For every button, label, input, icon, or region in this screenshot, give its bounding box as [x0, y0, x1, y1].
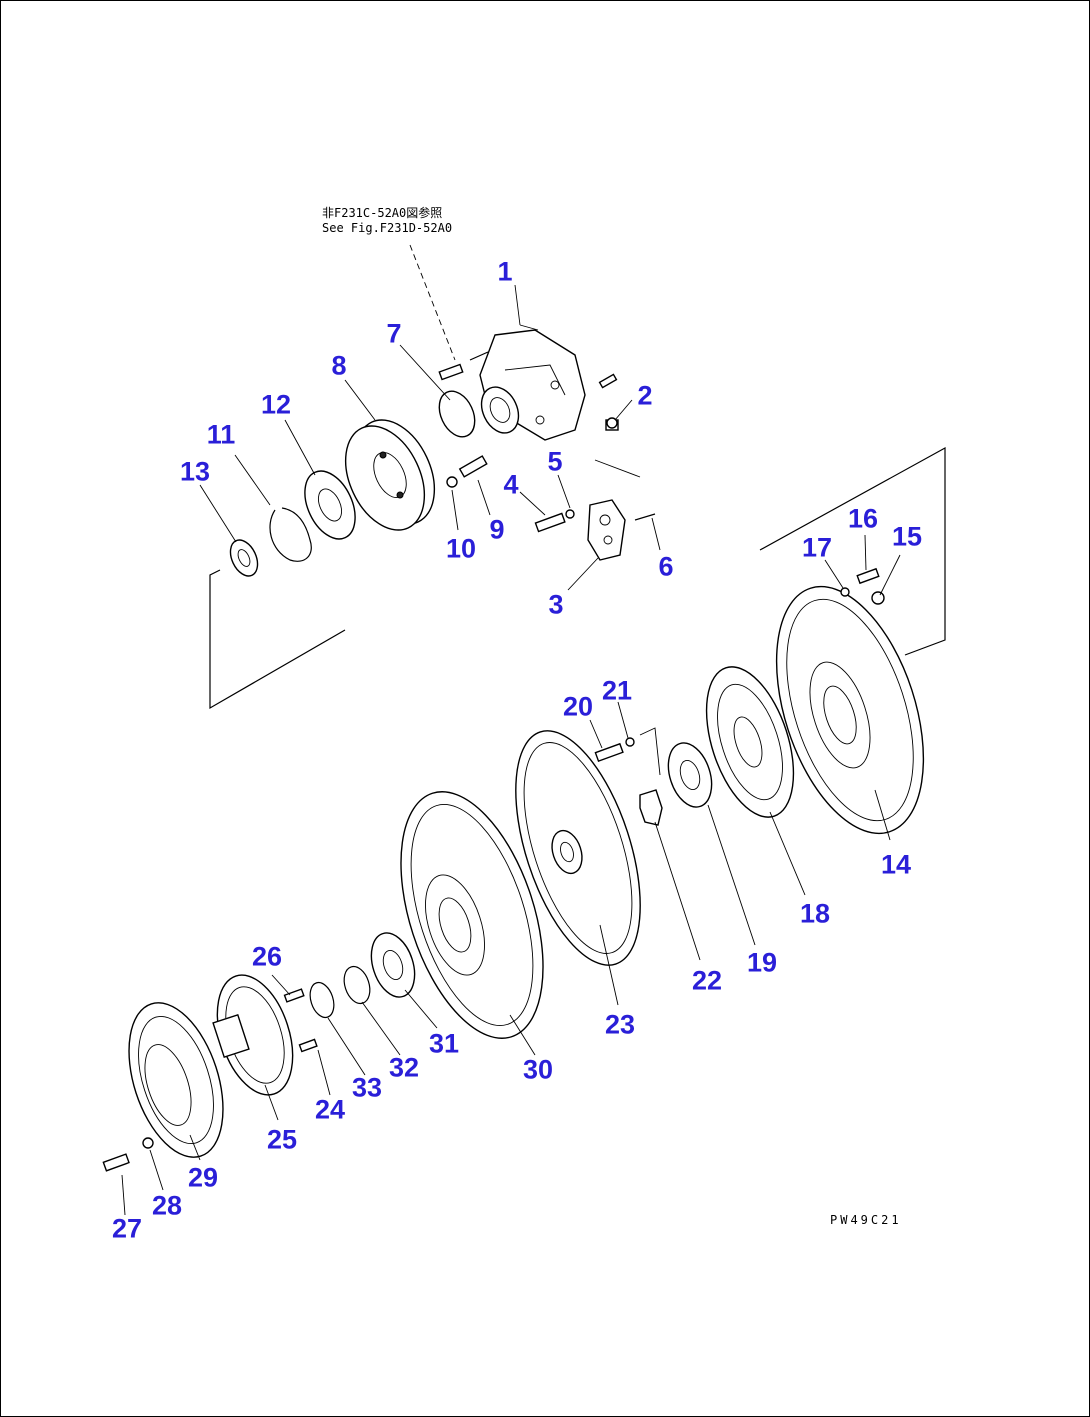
part-11-snap-ring — [269, 507, 312, 562]
part-9-bolt — [458, 455, 488, 478]
part-13-ring — [229, 539, 259, 577]
callout-30: 30 — [522, 1054, 554, 1085]
part-25-hub — [212, 974, 294, 1096]
callout-6: 6 — [658, 551, 674, 582]
part-14-cover — [775, 585, 925, 835]
part-21-washer — [625, 737, 635, 747]
callout-5: 5 — [547, 446, 563, 477]
callout-12: 12 — [260, 389, 292, 420]
callout-3: 3 — [548, 589, 564, 620]
part-23-disc — [515, 730, 641, 966]
part-1-housing — [479, 324, 586, 441]
leader-lines — [121, 284, 901, 1216]
callout-27: 27 — [111, 1213, 143, 1244]
callout-13: 13 — [179, 456, 211, 487]
part-32-snap-ring — [343, 965, 371, 1005]
part-24-bolt — [298, 1038, 318, 1053]
callout-32: 32 — [388, 1052, 420, 1083]
part-33-ring — [309, 981, 335, 1019]
callout-25: 25 — [266, 1124, 298, 1155]
callout-24: 24 — [314, 1094, 346, 1125]
callout-31: 31 — [428, 1028, 460, 1059]
callout-21: 21 — [601, 675, 633, 706]
part-29-ring-gear — [128, 1002, 224, 1158]
part-8-plate — [344, 419, 436, 531]
callout-4: 4 — [503, 469, 519, 500]
part-27-bolt — [102, 1153, 130, 1172]
callout-17: 17 — [801, 532, 833, 563]
part-6-pin — [634, 513, 656, 521]
part-3-block — [587, 499, 626, 561]
part-28-washer — [142, 1137, 154, 1149]
callout-1: 1 — [497, 256, 513, 287]
callout-28: 28 — [151, 1190, 183, 1221]
callout-11: 11 — [206, 419, 236, 450]
callout-26: 26 — [251, 941, 283, 972]
part-19-bearing — [667, 742, 713, 808]
callout-9: 9 — [489, 514, 505, 545]
callout-10: 10 — [445, 533, 477, 564]
callout-22: 22 — [691, 965, 723, 996]
part-7-o-ring — [438, 390, 476, 438]
part-4-bolt — [534, 512, 566, 533]
callout-20: 20 — [562, 691, 594, 722]
reference-note-line2: See Fig.F231D-52A0 — [322, 221, 453, 235]
part-10-washer — [446, 476, 458, 488]
part-17-washer — [840, 587, 850, 597]
callout-14: 14 — [880, 849, 912, 880]
part-18-turbine — [705, 666, 795, 818]
callout-19: 19 — [746, 947, 778, 978]
part-26-bolt — [283, 988, 305, 1003]
part-2-plug — [606, 417, 618, 429]
reference-note: 非F231C-52A0図参照 See Fig.F231D-52A0 — [322, 206, 452, 236]
drawing-code: PW49C21 — [830, 1213, 902, 1227]
callout-18: 18 — [799, 898, 831, 929]
part-5-washer — [565, 509, 575, 519]
callout-8: 8 — [331, 350, 347, 381]
part-30-pump — [400, 791, 544, 1039]
part-22-plate — [639, 789, 663, 826]
callout-23: 23 — [604, 1009, 636, 1040]
callout-7: 7 — [386, 318, 402, 349]
part-12-bearing — [304, 470, 356, 540]
part-20-bolt — [594, 742, 624, 763]
callout-2: 2 — [637, 380, 653, 411]
part-31-gear — [370, 932, 416, 998]
part-16-bolt — [856, 567, 880, 585]
callout-16: 16 — [847, 503, 879, 534]
callout-29: 29 — [187, 1162, 219, 1193]
callout-33: 33 — [351, 1072, 383, 1103]
reference-note-line1: 非F231C-52A0図参照 — [322, 206, 443, 220]
reference-leader — [409, 244, 456, 361]
group-bracket-upper — [759, 446, 946, 656]
callout-15: 15 — [891, 521, 923, 552]
part-15-plug — [871, 591, 885, 605]
group-bracket-left — [209, 569, 346, 710]
